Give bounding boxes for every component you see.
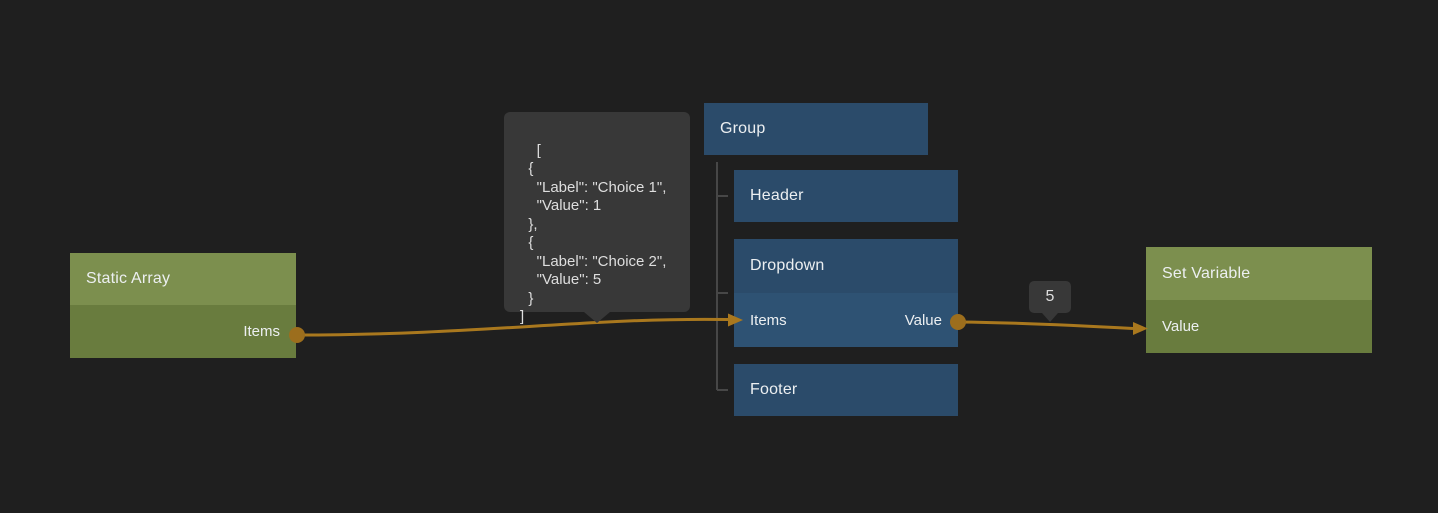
node-static-array-body: Items — [70, 305, 296, 358]
node-title: Dropdown — [750, 257, 825, 274]
array-preview-text: [ { "Label": "Choice 1", "Value": 1 }, {… — [520, 141, 667, 326]
node-header[interactable]: Header — [734, 170, 958, 222]
node-title: Footer — [750, 381, 798, 398]
output-port-label: Value — [904, 311, 942, 329]
node-static-array-header[interactable]: Static Array — [70, 253, 296, 305]
node-group[interactable]: Group — [704, 103, 928, 155]
node-dropdown-header[interactable]: Dropdown — [734, 239, 958, 293]
node-title: Set Variable — [1162, 264, 1251, 282]
node-set-variable-body: Value — [1146, 300, 1372, 353]
node-set-variable[interactable]: Set Variable Value — [1146, 247, 1372, 353]
node-dropdown[interactable]: Dropdown Items Value — [734, 239, 958, 347]
node-group-header[interactable]: Group — [704, 103, 928, 155]
node-static-array[interactable]: Static Array Items — [70, 253, 296, 358]
node-title: Group — [720, 120, 766, 137]
tooltip-pointer-icon — [584, 312, 610, 323]
tooltip-pointer-icon — [1042, 313, 1058, 322]
wire-value-to-set-variable[interactable] — [957, 320, 1134, 330]
node-title: Static Array — [86, 270, 171, 287]
array-preview-tooltip: [ { "Label": "Choice 1", "Value": 1 }, {… — [504, 112, 690, 325]
node-footer[interactable]: Footer — [734, 364, 958, 416]
input-port-label: Items — [750, 311, 787, 329]
node-header-header[interactable]: Header — [734, 170, 958, 222]
wire-items-to-dropdown[interactable] — [296, 317, 729, 337]
value-preview-text: 5 — [1045, 288, 1055, 305]
input-port-label: Value — [1162, 318, 1200, 335]
node-dropdown-body: Items Value — [734, 293, 958, 347]
node-set-variable-header[interactable]: Set Variable — [1146, 247, 1372, 300]
node-footer-header[interactable]: Footer — [734, 364, 958, 416]
output-port-label: Items — [243, 323, 280, 340]
value-preview-tooltip: 5 — [1029, 281, 1071, 322]
group-tree-connector — [716, 162, 728, 391]
node-title: Header — [750, 187, 804, 204]
